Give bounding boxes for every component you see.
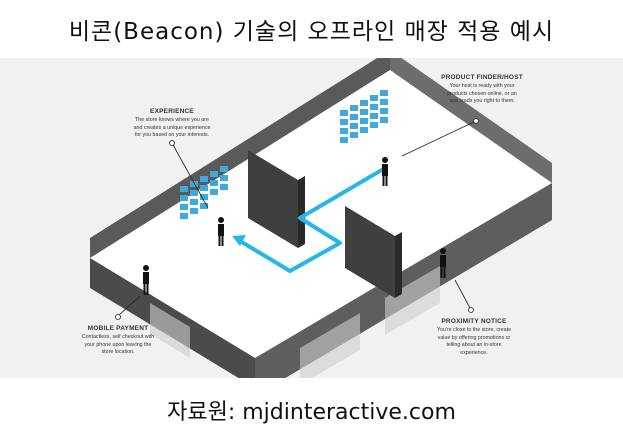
- label-body-line: app leads you right to them.: [449, 98, 515, 104]
- label-heading: PROXIMITY NOTICE: [441, 318, 507, 325]
- person-figure: [218, 217, 224, 246]
- window: [385, 266, 440, 335]
- label-body-line: and creates a unique experience: [133, 124, 211, 131]
- label-body-line: Your host is ready with your: [449, 83, 515, 89]
- partition-wall: [248, 150, 298, 248]
- label-body-line: your phone upon leaving the: [84, 341, 152, 348]
- shelf-unit-right: [340, 90, 388, 143]
- label-body-line: store location.: [101, 349, 135, 355]
- label-mobile-payment: MOBILE PAYMENT Contactless, self checkou…: [56, 325, 180, 357]
- label-body-line: value by offering promotions or: [437, 334, 511, 341]
- window: [150, 303, 190, 358]
- label-body-line: products chosen online, or an: [447, 90, 517, 97]
- leader-line: [115, 118, 479, 320]
- person-figure: [440, 248, 446, 278]
- partition-wall: [298, 176, 305, 248]
- label-experience: EXPERIENCE The store knows where you are…: [110, 108, 234, 140]
- label-body-line: The store knows where you are: [135, 117, 209, 123]
- customer-path: [238, 166, 387, 273]
- label-heading: PRODUCT FINDER/HOST: [441, 74, 523, 81]
- label-body-line: You're close to the store, create: [436, 327, 512, 333]
- store-illustration: [90, 58, 552, 378]
- label-body-line: experience.: [460, 349, 488, 356]
- source-caption: 자료원: mjdinteractive.com: [167, 400, 456, 425]
- label-heading: EXPERIENCE: [150, 108, 194, 115]
- label-body-line: Contactless, self checkout with: [81, 334, 155, 340]
- partition-wall: [395, 232, 402, 298]
- back-wall-right: [390, 58, 552, 183]
- back-wall-left: [90, 58, 390, 258]
- label-product-finder: PRODUCT FINDER/HOST Your host is ready w…: [420, 74, 544, 106]
- label-heading: MOBILE PAYMENT: [87, 325, 149, 332]
- partition-wall: [345, 206, 395, 298]
- label-body-line: telling about an in-store: [446, 342, 502, 348]
- person-figure: [143, 265, 149, 295]
- person-figure: [382, 157, 388, 186]
- page-title: 비콘(Beacon) 기술의 오프라인 매장 적용 예시: [68, 19, 555, 45]
- label-body-line: for you based on your interests.: [134, 132, 210, 138]
- label-proximity-notice: PROXIMITY NOTICE You're close to the sto…: [412, 318, 536, 357]
- store-floor: [90, 70, 552, 358]
- path-arrowhead: [232, 235, 246, 246]
- front-wall-right: [255, 183, 552, 378]
- window: [300, 313, 360, 378]
- shelf-unit-left: [180, 166, 228, 219]
